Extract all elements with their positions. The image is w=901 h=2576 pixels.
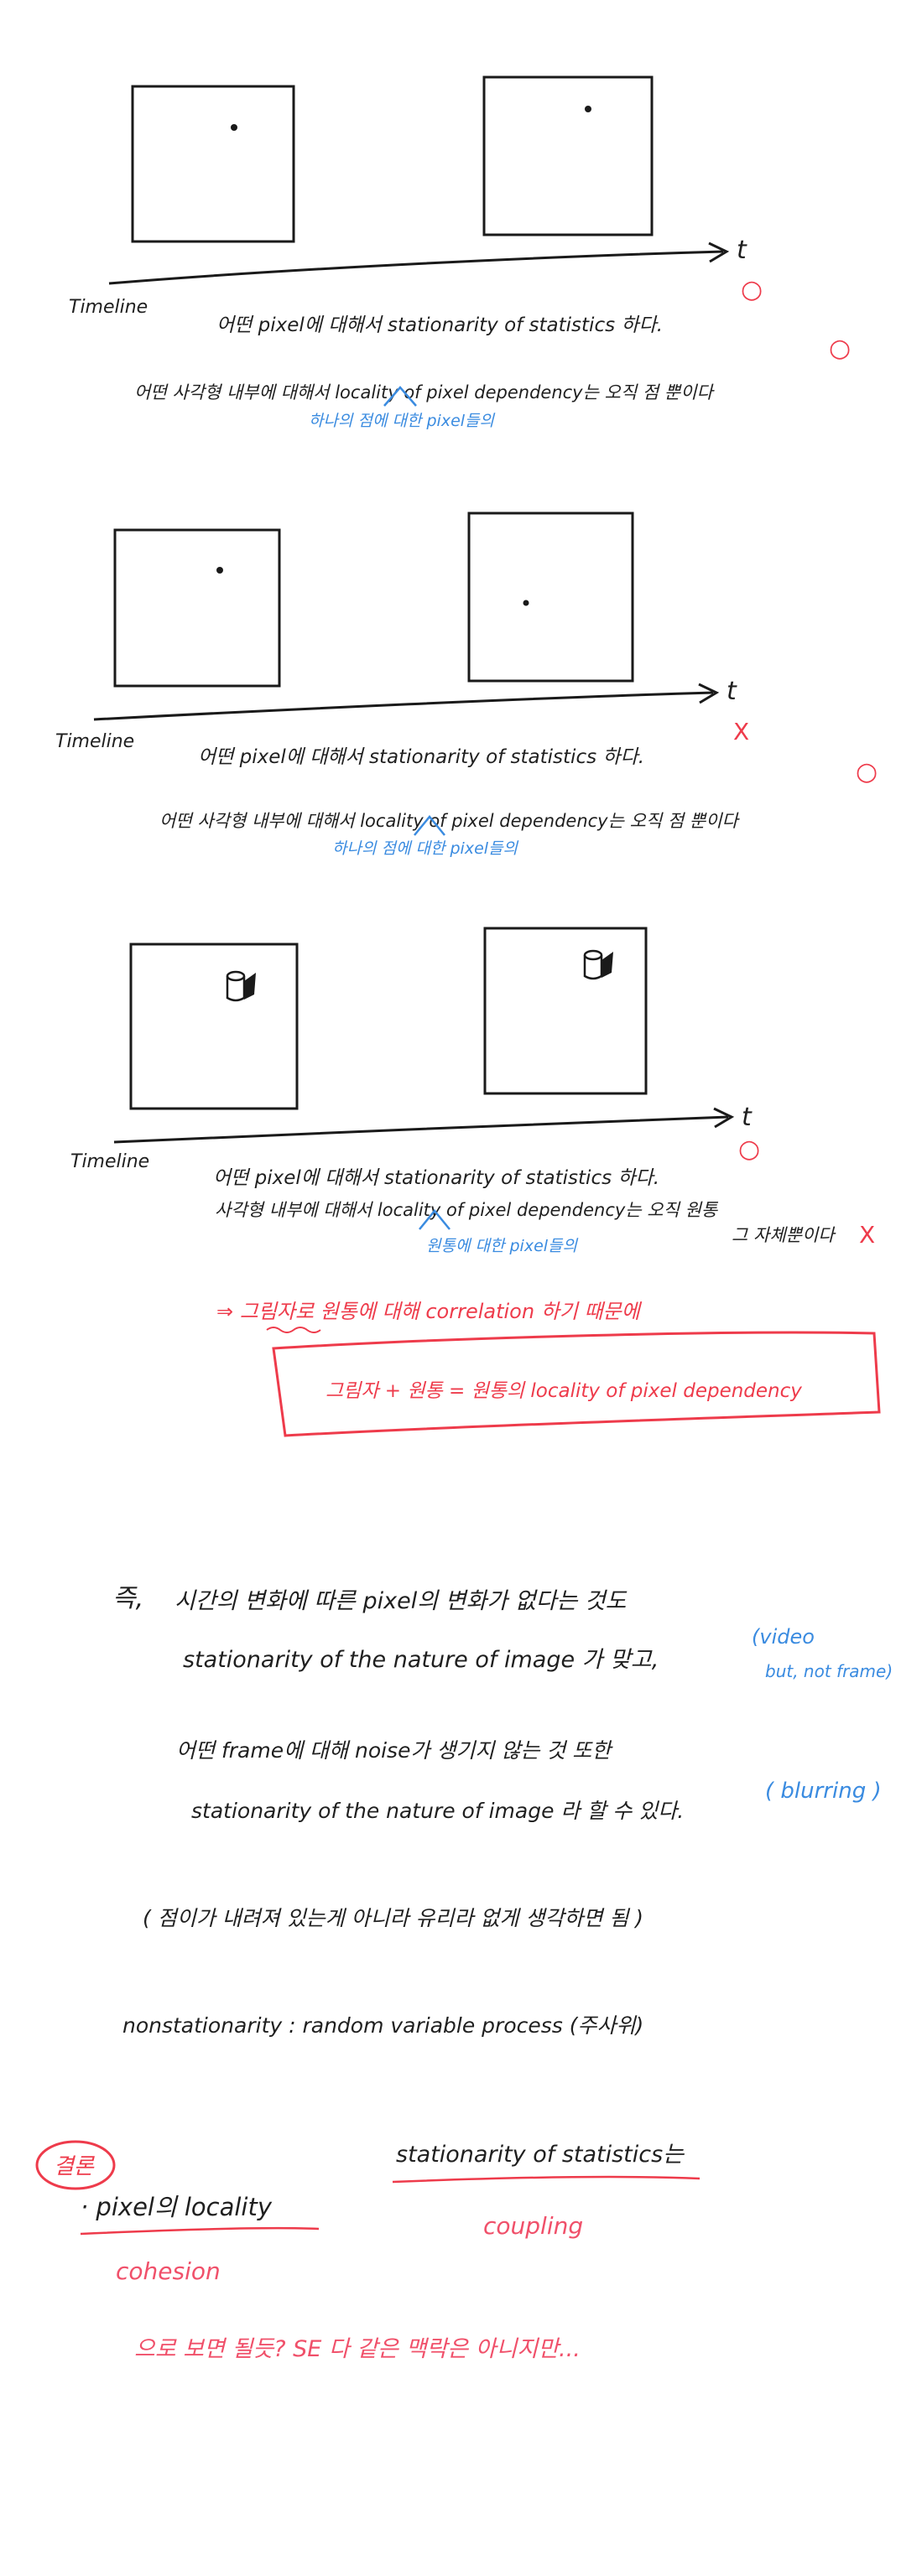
- summary-line-2: stationarity of the nature of image 가 맞고…: [183, 1647, 659, 1673]
- word-cohesion: cohesion: [116, 2257, 221, 2285]
- summary-line-5: ( 점이가 내려져 있는게 아니라 유리라 없게 생각하면 됨 ): [143, 1906, 643, 1930]
- axis-label-t: t: [737, 236, 747, 265]
- statement-stationarity: 어떤 pixel에 대해서 stationarity of statistics…: [213, 1167, 659, 1189]
- summary-line-3: 어떤 frame에 대해 noise가 생기지 않는 것 또한: [176, 1738, 613, 1763]
- underline-stationarity: [392, 2175, 700, 2184]
- timeline-label: Timeline: [55, 731, 134, 752]
- lead-word: 즉,: [112, 1584, 143, 1613]
- badge-label: 결론: [54, 2154, 96, 2179]
- cylinder-icon-left: [226, 970, 256, 1002]
- bullet-locality: · pixel의 locality: [81, 2193, 273, 2221]
- timeline-arrow: [113, 1115, 729, 1144]
- timeline-label: Timeline: [69, 297, 148, 318]
- mark-correct: ○: [738, 1135, 760, 1164]
- timeline-arrowhead: [698, 683, 720, 704]
- frame-box-left: [129, 943, 299, 1110]
- timeline-arrowhead: [713, 1107, 735, 1129]
- summary-line-4: stationarity of the nature of image 라 할 …: [191, 1799, 684, 1823]
- statement-locality: 어떤 사각형 내부에 대해서 locality of pixel depende…: [159, 811, 741, 831]
- note-not-frame: but, not frame): [765, 1661, 893, 1681]
- insert-caret: [383, 386, 417, 407]
- badge-circle: [35, 2140, 116, 2190]
- mark-correct: ○: [741, 275, 763, 304]
- frame-box-left: [131, 85, 295, 243]
- insert-caret: [419, 1209, 450, 1230]
- frame-box-right: [483, 927, 648, 1095]
- pixel-dot-left: [231, 124, 237, 131]
- annotation-blue: 하나의 점에 대한 pixel들의: [309, 412, 496, 430]
- statement-locality-end: 그 자체뿐이다: [732, 1225, 836, 1245]
- section-4: 즉, 시간의 변화에 따른 pixel의 변화가 없다는 것도 stationa…: [112, 1584, 893, 2038]
- mark-wrong: X: [733, 718, 749, 745]
- wavy-underline: [266, 1327, 321, 1333]
- pixel-dot-right: [523, 600, 529, 606]
- summary-line-1: 시간의 변화에 따른 pixel의 변화가 없다는 것도: [174, 1588, 628, 1614]
- frame-box-right: [467, 512, 634, 683]
- bullet-stationarity: stationarity of statistics는: [396, 2142, 685, 2168]
- section-2: t Timeline 어떤 pixel에 대해서 stationarity of…: [55, 512, 878, 858]
- insert-caret: [414, 815, 445, 836]
- section-3: t Timeline 어떤 pixel에 대해서 stationarity of…: [70, 927, 881, 1437]
- timeline-label: Timeline: [70, 1151, 149, 1172]
- statement-locality: 사각형 내부에 대해서 locality of pixel dependency…: [215, 1200, 719, 1220]
- axis-label-t: t: [742, 1103, 753, 1132]
- frame-box-left: [113, 528, 281, 688]
- final-remark: 으로 보면 될듯? SE 다 같은 맥락은 아니지만...: [134, 2336, 581, 2362]
- cylinder-icon-right: [583, 949, 613, 980]
- mark-correct-2: ○: [829, 334, 851, 363]
- pixel-dot-right: [585, 106, 591, 112]
- mark-correct: ○: [856, 757, 878, 787]
- highlight-box: [272, 1331, 881, 1437]
- mark-wrong: X: [859, 1221, 875, 1249]
- word-coupling: coupling: [483, 2212, 583, 2240]
- summary-line-6: nonstationarity : random variable proces…: [122, 2013, 643, 2038]
- statement-stationarity: 어떤 pixel에 대해서 stationarity of statistics…: [198, 746, 644, 768]
- section-5: 결론 · pixel의 locality stationarity of sta…: [35, 2140, 700, 2362]
- timeline-arrowhead: [708, 242, 730, 263]
- frame-box-right: [482, 75, 654, 236]
- annotation-blue: 하나의 점에 대한 pixel들의: [332, 839, 519, 858]
- statement-stationarity: 어떤 pixel에 대해서 stationarity of statistics…: [216, 314, 663, 336]
- statement-locality: 어떤 사각형 내부에 대해서 locality of pixel depende…: [134, 382, 716, 402]
- section-1: t Timeline 어떤 pixel에 대해서 stationarity of…: [69, 75, 851, 430]
- timeline-arrow: [93, 691, 714, 721]
- timeline-arrow: [108, 250, 724, 285]
- axis-label-t: t: [727, 677, 737, 706]
- conclusion-line: ⇒ 그림자로 원통에 대해 correlation 하기 때문에: [216, 1300, 643, 1323]
- underline-locality: [80, 2227, 320, 2236]
- annotation-blue: 원통에 대한 pixel들의: [426, 1237, 579, 1255]
- note-video: (video: [752, 1625, 815, 1649]
- box-formula: 그림자 + 원통 = 원통의 locality of pixel depende…: [326, 1380, 802, 1402]
- note-blurring: ( blurring ): [765, 1779, 882, 1804]
- pixel-dot-left: [216, 567, 223, 574]
